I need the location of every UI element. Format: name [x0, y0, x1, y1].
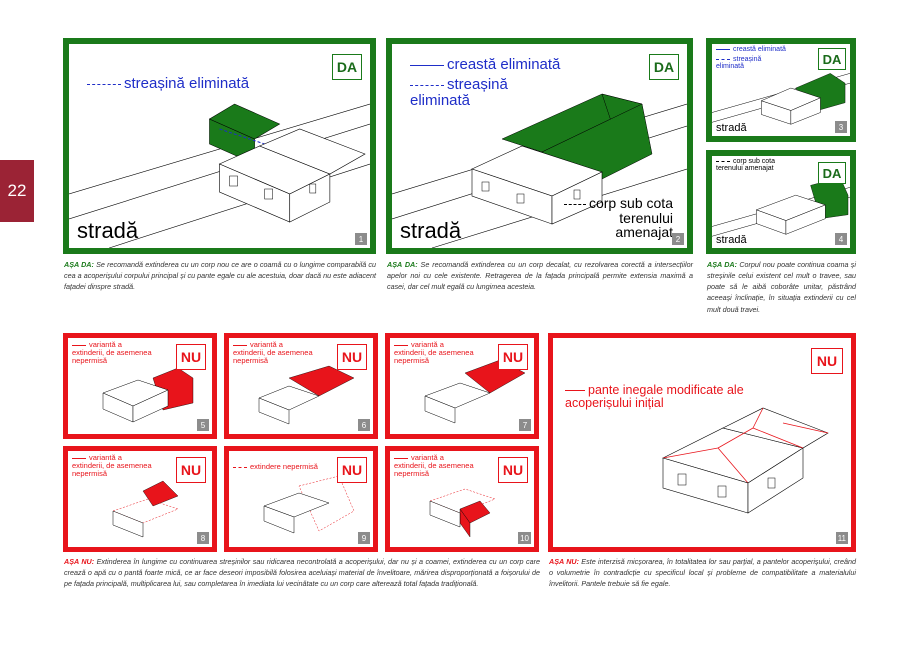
- panel-1-drawing: [69, 103, 370, 248]
- panel-2-label-ridge: creastă eliminată: [410, 57, 560, 73]
- panel-8: variantă a extinderii, de asemenea neper…: [63, 446, 217, 552]
- no-badge: NU: [498, 344, 528, 370]
- figure-number: 8: [197, 532, 209, 544]
- figure-number: 6: [358, 419, 370, 431]
- no-badge: NU: [498, 457, 528, 483]
- figure-number: 3: [835, 121, 847, 133]
- panel-6-drawing: [258, 365, 355, 425]
- street-label: stradă: [716, 122, 747, 134]
- yes-badge: DA: [818, 48, 846, 70]
- no-badge: NU: [811, 348, 843, 374]
- figure-number: 2: [672, 233, 684, 245]
- no-badge: NU: [337, 457, 367, 483]
- no-badge: NU: [176, 457, 206, 483]
- yes-badge: DA: [649, 54, 679, 80]
- panel-10-label: variantă a extinderii, de asemenea neper…: [394, 453, 474, 478]
- figure-number: 11: [835, 532, 848, 544]
- street-label: stradă: [400, 218, 462, 243]
- figure-number: 1: [355, 233, 367, 245]
- panel-9: extindere nepermisă NU 9: [224, 446, 378, 552]
- panel-9-label: extindere nepermisă: [233, 463, 318, 471]
- yes-badge: DA: [818, 162, 846, 184]
- panel-5-drawing: [102, 367, 194, 423]
- figure-number: 5: [197, 419, 209, 431]
- caption-2: AȘA DA: Se recomandă extinderea cu un co…: [387, 260, 693, 292]
- panel-3-label-ridge: creastă eliminată: [716, 46, 786, 53]
- caption-1: AȘA DA: Se recomandă extinderea cu un co…: [64, 260, 376, 292]
- panel-5: variantă a extinderii, de asemenea neper…: [63, 333, 217, 439]
- panel-2-drawing: [392, 93, 687, 248]
- panel-4-drawing: [712, 177, 850, 237]
- panel-8-label: variantă a extinderii, de asemenea neper…: [72, 453, 152, 478]
- panel-1-label-eave: streașină eliminată: [87, 76, 249, 92]
- figure-number: 7: [519, 419, 531, 431]
- panel-10-drawing: [429, 488, 496, 538]
- panel-3: creastă eliminată streașină eliminată DA…: [706, 38, 856, 142]
- panel-10: variantă a extinderii, de asemenea neper…: [385, 446, 539, 552]
- panel-2-label-eave: streașină eliminată: [410, 76, 508, 109]
- no-badge: NU: [337, 344, 367, 370]
- panel-2: creastă eliminată streașină eliminată co…: [386, 38, 693, 254]
- figure-number: 10: [518, 532, 531, 544]
- figure-number: 9: [358, 532, 370, 544]
- figure-number: 4: [835, 233, 847, 245]
- street-label: stradă: [77, 218, 139, 243]
- caption-3: AȘA DA: Corpul nou poate continua coama …: [707, 260, 856, 314]
- panel-7: variantă a extinderii, de asemenea neper…: [385, 333, 539, 439]
- yes-badge: DA: [332, 54, 362, 80]
- page-number-tab: 22: [0, 160, 34, 222]
- caption-5: AȘA NU: Este interzisă micșorarea, în to…: [549, 557, 857, 589]
- panel-4-label-sunken: corp sub cota terenului amenajat: [716, 158, 776, 173]
- panel-1: streașină eliminată DA stradă 1: [63, 38, 376, 254]
- panel-6: variantă a extinderii, de asemenea neper…: [224, 333, 378, 439]
- caption-4: AȘA NU: Extinderea în lungime cu continu…: [64, 557, 540, 589]
- no-badge: NU: [176, 344, 206, 370]
- panel-7-label: variantă a extinderii, de asemenea neper…: [394, 340, 474, 365]
- panel-5-label: variantă a extinderii, de asemenea neper…: [72, 340, 152, 365]
- panel-2-label-sunken: corp sub cota terenului amenajat: [563, 196, 673, 240]
- street-label: stradă: [716, 234, 747, 246]
- panel-4: corp sub cota terenului amenajat DA stra…: [706, 150, 856, 254]
- page-number: 22: [7, 181, 27, 200]
- panel-9-drawing: [263, 475, 355, 534]
- panel-11-label: pante inegale modificate ale acoperișulu…: [565, 383, 744, 411]
- panel-11-drawing: [662, 407, 829, 514]
- panel-3-label-eave: streașină eliminată: [716, 56, 762, 71]
- panel-8-drawing: [112, 480, 179, 538]
- panel-3-drawing: [712, 73, 850, 125]
- panel-6-label: variantă a extinderii, de asemenea neper…: [233, 340, 313, 365]
- panel-11: pante inegale modificate ale acoperișulu…: [548, 333, 856, 552]
